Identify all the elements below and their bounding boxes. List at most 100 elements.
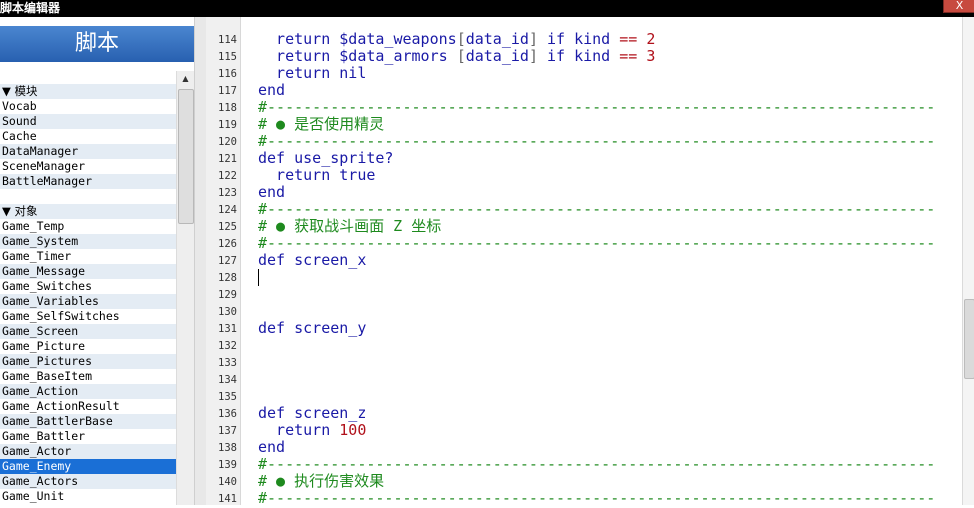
code-line[interactable]: 115 return $data_armors [data_id] if kin… bbox=[206, 48, 966, 65]
code-line[interactable]: 133 bbox=[206, 354, 966, 371]
code-line[interactable]: 127 def screen_x bbox=[206, 252, 966, 269]
script-list-item[interactable]: DataManager bbox=[0, 144, 176, 159]
code-line[interactable]: 118 #------------------------------------… bbox=[206, 99, 966, 116]
code-line[interactable]: 125# ● 获取战斗画面 Z 坐标 bbox=[206, 218, 966, 235]
code-token: if kind bbox=[537, 30, 620, 48]
code-text: end bbox=[258, 184, 285, 201]
code-token: end bbox=[258, 183, 286, 201]
code-token: if kind bbox=[537, 47, 620, 65]
script-list-item[interactable]: Game_Temp bbox=[2, 219, 65, 233]
code-line[interactable]: 119# ● 是否使用精灵 bbox=[206, 116, 966, 133]
script-list-item[interactable]: BattleManager bbox=[0, 174, 176, 189]
code-text: # ● 获取战斗画面 Z 坐标 bbox=[258, 218, 441, 235]
code-line[interactable]: 124#------------------------------------… bbox=[206, 201, 966, 218]
code-line[interactable]: 114 return $data_weapons[data_id] if kin… bbox=[206, 31, 966, 48]
close-button[interactable]: X bbox=[943, 0, 974, 13]
editor-scrollbar[interactable] bbox=[962, 17, 974, 505]
code-line[interactable]: 140# ● 执行伤害效果 bbox=[206, 473, 966, 490]
script-list-item[interactable]: Game_Picture bbox=[2, 339, 86, 353]
script-list-item[interactable]: Game_BaseItem bbox=[2, 369, 93, 383]
script-list-item[interactable]: Cache bbox=[2, 129, 37, 143]
script-list-item[interactable]: Game_Action bbox=[0, 384, 176, 399]
editor-scrollbar-thumb[interactable] bbox=[964, 299, 974, 379]
code-token: #---------------------------------------… bbox=[258, 98, 936, 116]
script-list-item[interactable]: Game_SelfSwitches bbox=[2, 309, 120, 323]
title-bar: 脚本编辑器 X bbox=[0, 0, 974, 17]
code-line[interactable]: 129 bbox=[206, 286, 966, 303]
code-line[interactable]: 126#------------------------------------… bbox=[206, 235, 966, 252]
code-line[interactable]: 135 bbox=[206, 388, 966, 405]
code-token: return true bbox=[258, 166, 376, 184]
line-number: 123 bbox=[218, 187, 237, 199]
code-lines[interactable]: 114 return $data_weapons[data_id] if kin… bbox=[206, 31, 966, 507]
line-number: 118 bbox=[218, 102, 237, 114]
code-line[interactable]: 130 bbox=[206, 303, 966, 320]
code-text: # ● 是否使用精灵 bbox=[258, 116, 384, 133]
code-line[interactable]: 132 bbox=[206, 337, 966, 354]
script-list-item[interactable]: Game_Message bbox=[0, 264, 176, 279]
line-number: 116 bbox=[218, 68, 237, 80]
code-token: == bbox=[619, 47, 638, 65]
script-list-item[interactable]: Game_Unit bbox=[2, 489, 65, 503]
code-editor[interactable] bbox=[206, 17, 974, 505]
script-list-item[interactable]: Game_ActionResult bbox=[2, 399, 120, 413]
script-category[interactable]: ▼ 对象 bbox=[0, 204, 176, 219]
line-number: 130 bbox=[218, 306, 237, 318]
code-token: #---------------------------------------… bbox=[258, 234, 936, 252]
code-text: # ● 执行伤害效果 bbox=[258, 473, 384, 490]
script-list-item[interactable]: Game_Enemy bbox=[0, 459, 176, 474]
script-list-item[interactable]: Vocab bbox=[2, 99, 37, 113]
code-token: # ● 获取战斗画面 Z 坐标 bbox=[258, 217, 442, 235]
code-line[interactable]: 139#------------------------------------… bbox=[206, 456, 966, 473]
scroll-up-arrow-icon[interactable]: ▲ bbox=[182, 74, 189, 83]
script-list-item[interactable]: Game_Switches bbox=[2, 279, 93, 293]
code-line[interactable]: 134 bbox=[206, 371, 966, 388]
line-number: 135 bbox=[218, 391, 237, 403]
code-token: return $data_weapons bbox=[258, 30, 457, 48]
line-number: 127 bbox=[218, 255, 237, 267]
code-text: #---------------------------------------… bbox=[258, 133, 935, 150]
code-token bbox=[637, 30, 646, 48]
script-list-item[interactable]: Game_Variables bbox=[0, 294, 176, 309]
script-list-item[interactable]: SceneManager bbox=[2, 159, 86, 173]
line-number: 132 bbox=[218, 340, 237, 352]
code-token: end bbox=[258, 81, 286, 99]
code-line[interactable]: 120#------------------------------------… bbox=[206, 133, 966, 150]
code-line[interactable]: 136 def screen_z bbox=[206, 405, 966, 422]
scrollbar-thumb[interactable] bbox=[178, 89, 194, 224]
code-line[interactable]: 141#------------------------------------… bbox=[206, 490, 966, 507]
code-text: #---------------------------------------… bbox=[258, 235, 935, 252]
text-caret bbox=[258, 269, 259, 286]
script-list-item[interactable]: Game_Timer bbox=[2, 249, 72, 263]
script-list-item[interactable]: Game_System bbox=[0, 234, 176, 249]
code-token: data_id bbox=[465, 47, 529, 65]
code-line[interactable]: 128 bbox=[206, 269, 966, 286]
code-line[interactable]: 123 end bbox=[206, 184, 966, 201]
script-list-item[interactable]: Game_Pictures bbox=[0, 354, 176, 369]
script-list-item[interactable]: Game_BattlerBase bbox=[0, 414, 176, 429]
script-list-item[interactable]: Game_Actors bbox=[0, 474, 176, 489]
code-line[interactable]: 137 return 100 bbox=[206, 422, 966, 439]
script-list-item[interactable]: Game_Screen bbox=[0, 324, 176, 339]
script-list-item[interactable]: Sound bbox=[0, 114, 176, 129]
code-token: def screen_x bbox=[258, 251, 367, 269]
line-number: 122 bbox=[218, 170, 237, 182]
code-text: #---------------------------------------… bbox=[258, 490, 935, 507]
script-list-item[interactable]: Game_Battler bbox=[2, 429, 86, 443]
script-list-item[interactable]: Game_Actor bbox=[0, 444, 176, 459]
script-category[interactable]: ▼ 模块 bbox=[0, 84, 176, 99]
line-number: 136 bbox=[218, 408, 237, 420]
code-line[interactable]: 116 return nil bbox=[206, 65, 966, 82]
line-number: 139 bbox=[218, 459, 237, 471]
line-number: 121 bbox=[218, 153, 237, 165]
code-text: return $data_weapons[data_id] if kind ==… bbox=[258, 31, 655, 48]
line-number: 124 bbox=[218, 204, 237, 216]
code-text: def screen_z bbox=[258, 405, 366, 422]
code-line[interactable]: 122 return true bbox=[206, 167, 966, 184]
code-text: end bbox=[258, 82, 285, 99]
script-list-scrollbar[interactable]: ▲ bbox=[176, 71, 194, 505]
